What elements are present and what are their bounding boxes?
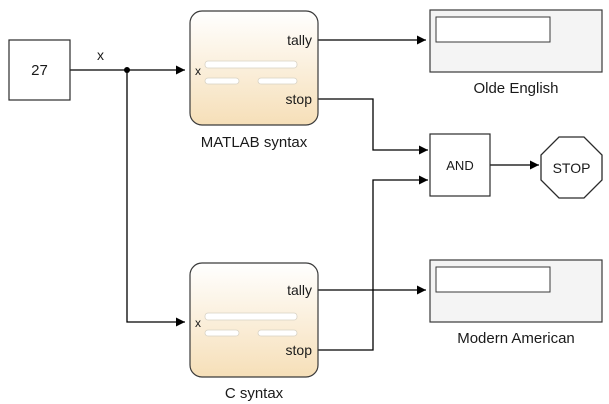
constant-block[interactable]: 27 xyxy=(8,39,71,101)
signal-matlab-stop[interactable] xyxy=(318,98,428,155)
chart-placeholder-bar xyxy=(257,77,298,85)
c-syntax-chart[interactable]: x tally stop xyxy=(189,262,319,378)
constant-value: 27 xyxy=(31,62,48,79)
c-out-port-tally: tally xyxy=(287,282,312,298)
chart-placeholder-bar xyxy=(204,77,240,85)
matlab-out-port-stop: stop xyxy=(286,91,313,107)
display-readout xyxy=(435,266,551,293)
stop-block[interactable]: STOP xyxy=(540,136,603,199)
modern-american-label: Modern American xyxy=(457,330,575,347)
chart-placeholder-bar xyxy=(257,329,298,337)
matlab-chart-name: MATLAB syntax xyxy=(201,134,308,151)
branch-point xyxy=(124,67,130,73)
olde-english-label: Olde English xyxy=(473,80,558,97)
matlab-syntax-chart[interactable]: x tally stop xyxy=(189,10,319,126)
c-out-port-stop: stop xyxy=(286,342,313,358)
signal-c-stop[interactable] xyxy=(318,175,428,351)
and-gate-block[interactable]: AND xyxy=(429,133,491,197)
signal-lines xyxy=(70,35,539,351)
and-label: AND xyxy=(446,158,473,173)
olde-english-display[interactable] xyxy=(429,9,603,73)
signal-x-to-c[interactable] xyxy=(126,70,185,327)
matlab-in-port-x: x xyxy=(195,64,201,78)
c-chart-name: C syntax xyxy=(225,385,284,402)
chart-placeholder-bar xyxy=(204,60,298,69)
display-readout xyxy=(435,16,551,43)
signal-x-label: x xyxy=(97,47,104,63)
matlab-out-port-tally: tally xyxy=(287,32,312,48)
modern-american-display[interactable] xyxy=(429,259,603,323)
chart-placeholder-bar xyxy=(204,329,240,337)
c-in-port-x: x xyxy=(195,316,201,330)
chart-placeholder-bar xyxy=(204,312,298,321)
stop-label: STOP xyxy=(553,160,591,176)
